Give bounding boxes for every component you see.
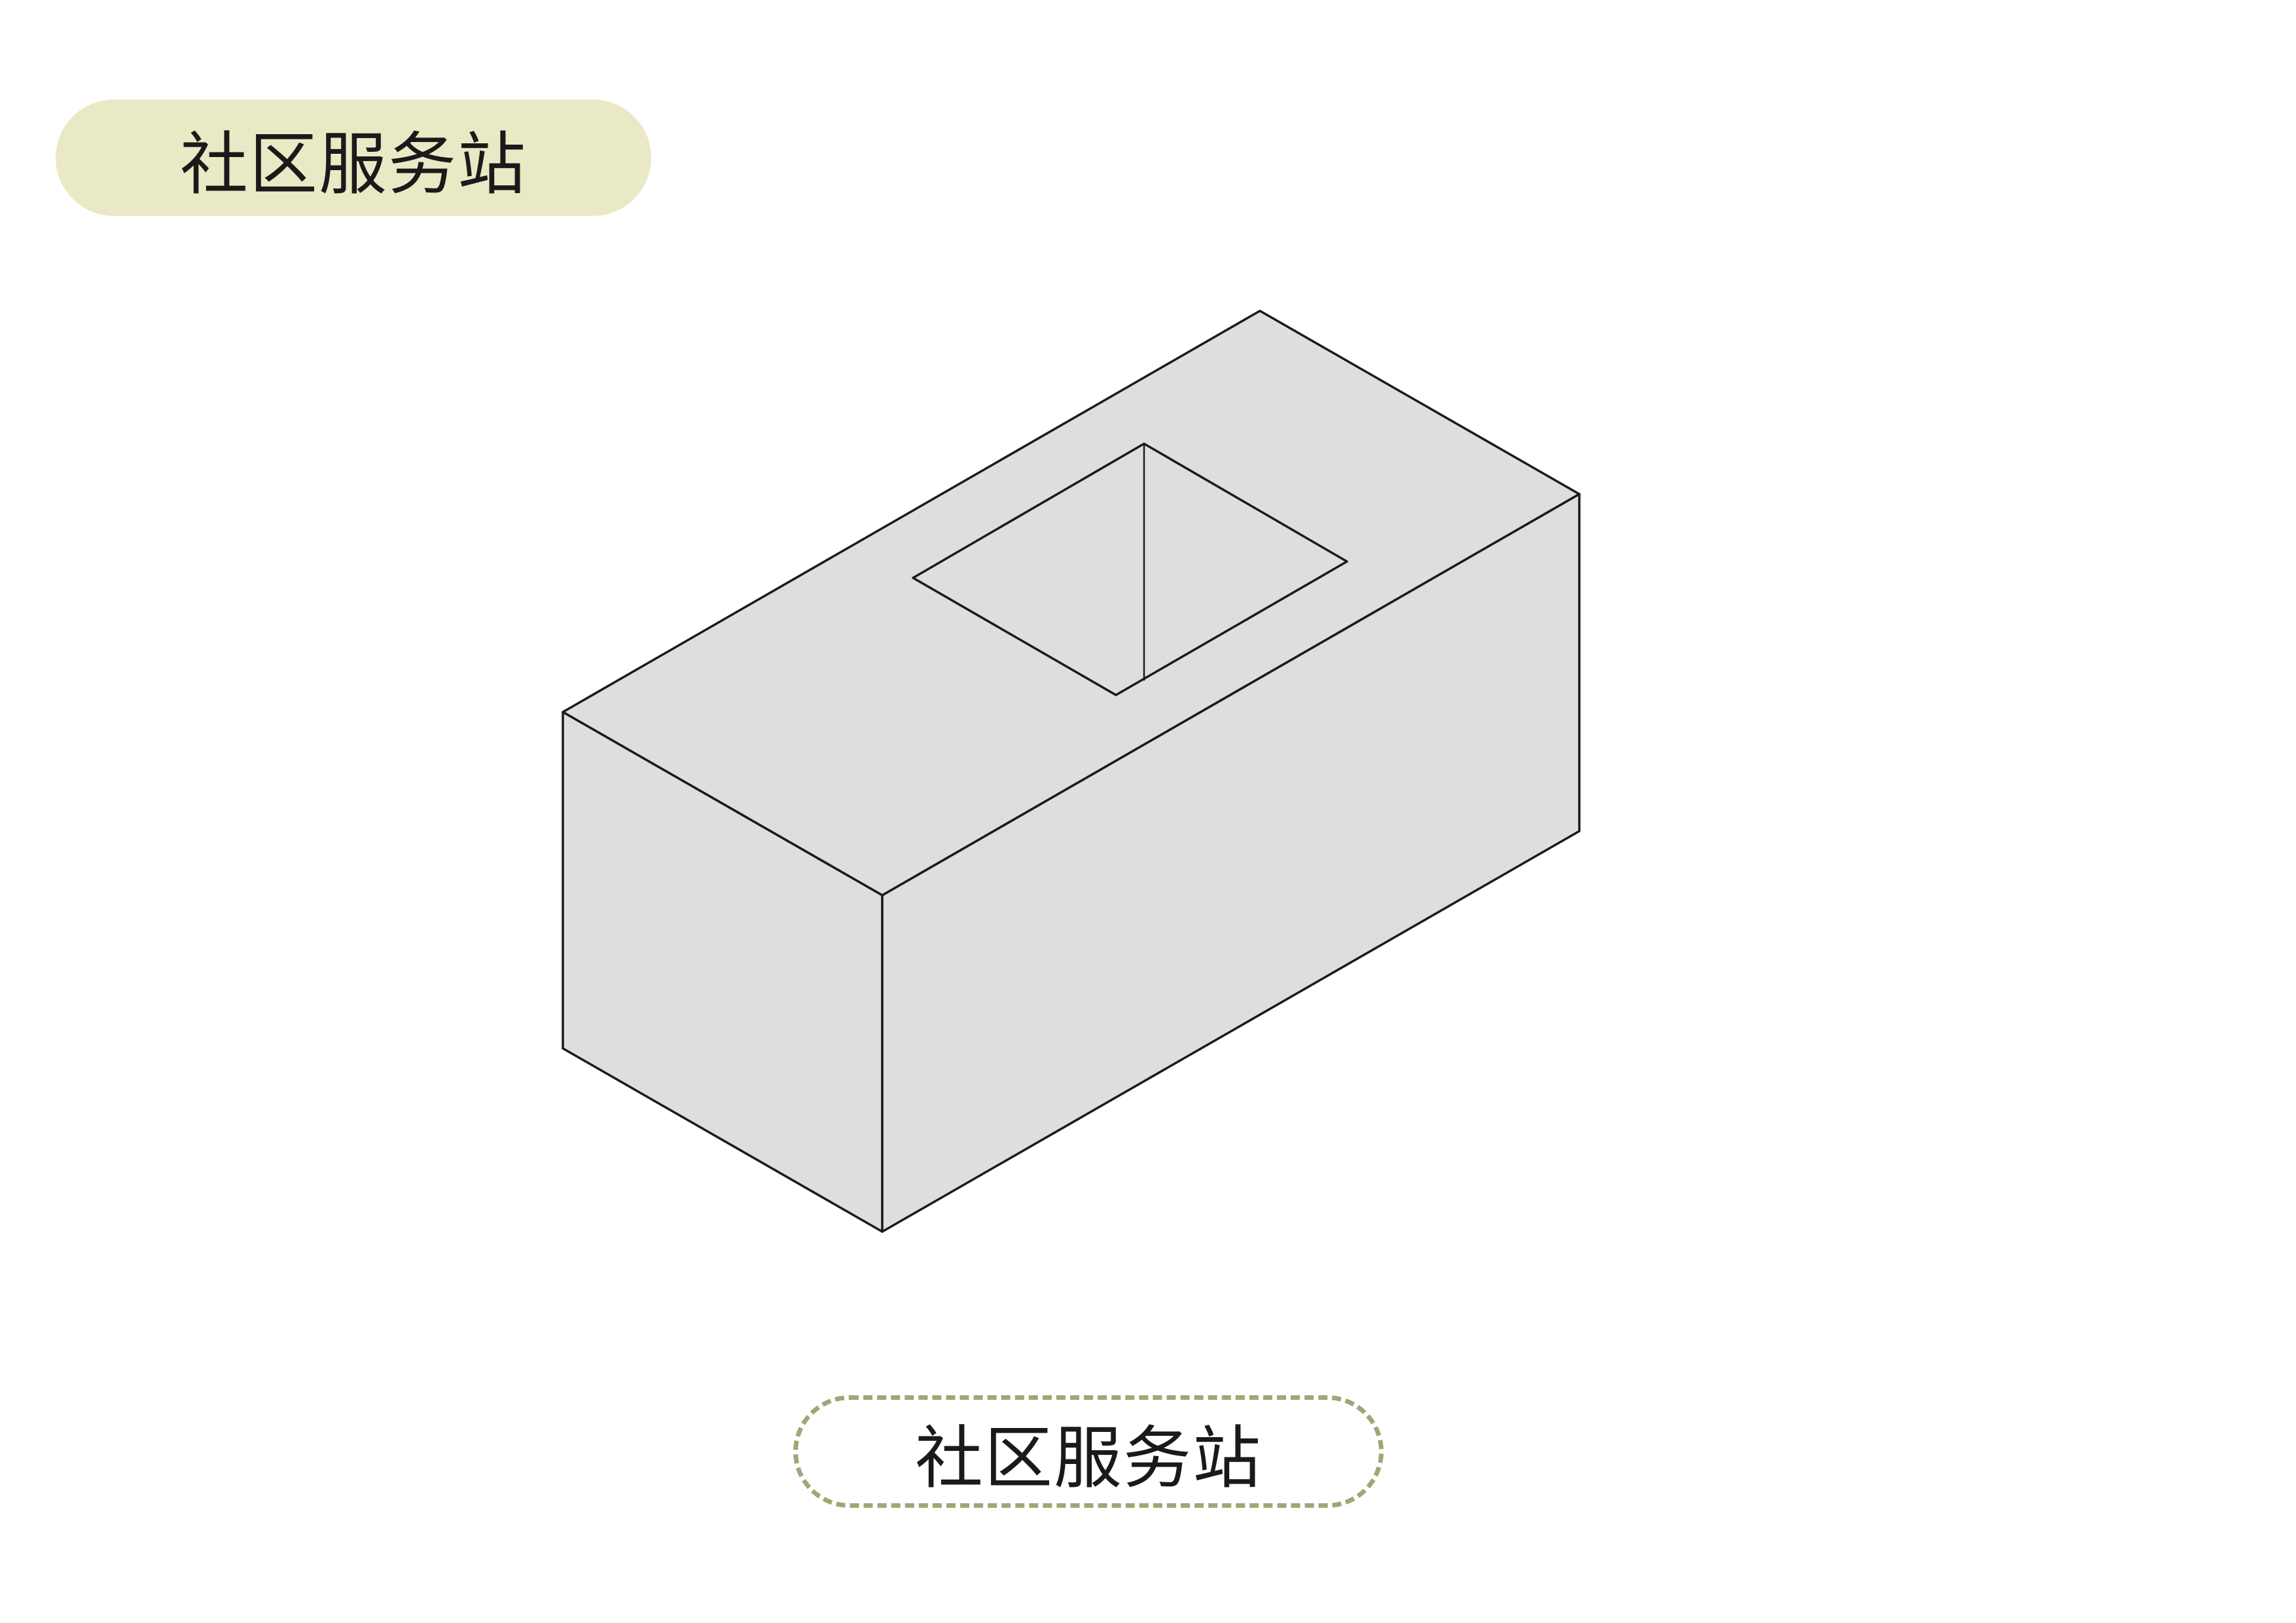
- roof-opening: [912, 442, 1348, 696]
- roof-opening-outline: [912, 442, 1348, 696]
- block-right-face: [881, 493, 1581, 1233]
- title-badge: 社区服务站: [56, 99, 651, 216]
- caption-badge: 社区服务站: [793, 1395, 1384, 1508]
- diagram-caption: 社区服务站: [914, 1418, 1262, 1498]
- page-title: 社区服务站: [179, 124, 527, 204]
- block-body: [562, 310, 1581, 1233]
